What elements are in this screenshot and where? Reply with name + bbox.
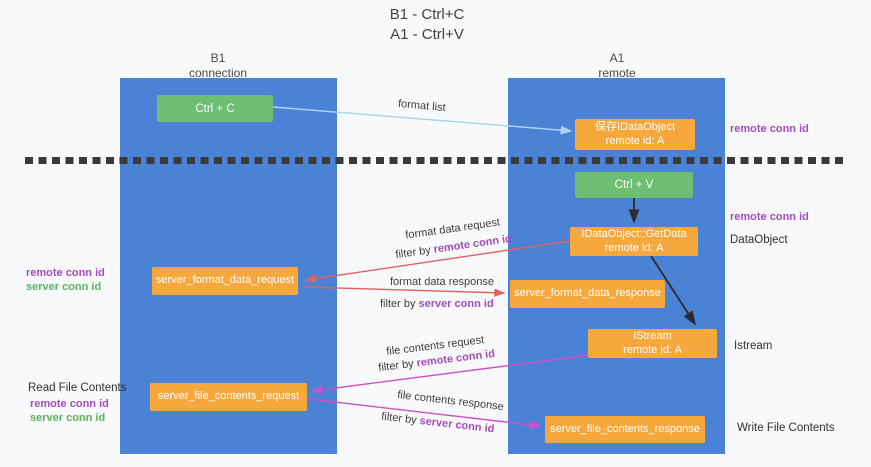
save-dataobject-line2: remote id: A <box>605 134 665 147</box>
lifeline-a1-name: A1 <box>609 51 625 65</box>
phase-separator-dashed-line <box>25 157 845 164</box>
save-dataobject-line1: 保存IDataObject <box>594 121 676 133</box>
server-format-data-response-node: server_format_data_response <box>510 280 665 308</box>
filter-by-text-1: filter by <box>394 244 432 262</box>
format-list-label: format list <box>397 97 447 115</box>
istream-node: IStream remote id: A <box>588 329 717 358</box>
lifeline-header-a1: A1 remote <box>598 51 635 81</box>
getdata-line2: remote id: A <box>604 241 664 254</box>
server-conn-id-label-left-top: server conn id <box>26 281 102 293</box>
format-data-response-label: format data response <box>390 276 494 288</box>
title-line-1: B1 - Ctrl+C <box>389 6 465 23</box>
istream-side-label: Istream <box>734 340 773 352</box>
server-file-contents-request-label: server_file_contents_request <box>157 390 300 403</box>
server-format-data-request-node: server_format_data_request <box>152 267 298 295</box>
istream-line1: IStream <box>633 330 672 342</box>
getdata-line1: IDataObject::GetData <box>581 228 687 240</box>
ctrl-c-node: Ctrl + C <box>157 95 273 122</box>
lifeline-header-b1: B1 connection <box>189 51 247 81</box>
read-file-contents-label: Read File Contents <box>28 382 127 394</box>
remote-conn-id-label-right-mid: remote conn id <box>730 211 809 223</box>
ctrl-v-label: Ctrl + V <box>614 179 654 191</box>
title-line-2: A1 - Ctrl+V <box>390 26 464 43</box>
server-format-data-response-label: server_format_data_response <box>514 287 661 300</box>
ctrl-c-label: Ctrl + C <box>195 102 235 115</box>
write-file-contents-label: Write File Contents <box>737 422 835 434</box>
lifeline-a1-subtitle: remote <box>598 66 636 80</box>
server-file-contents-response-node: server_file_contents_response <box>545 416 705 443</box>
filter-key-1: remote conn id <box>432 232 513 256</box>
filter-by-text-3: filter by <box>377 357 415 375</box>
istream-line2: remote id: A <box>623 343 682 356</box>
filter-key-4: server conn id <box>418 414 495 436</box>
server-format-data-request-label: server_format_data_request <box>155 274 295 287</box>
lifeline-b1-subtitle: connection <box>188 66 248 80</box>
dataobject-label: DataObject <box>730 234 788 246</box>
server-conn-id-label-left-bottom: server conn id <box>30 412 106 424</box>
server-file-contents-response-label: server_file_contents_response <box>550 422 700 435</box>
file-contents-response-label: file contents response <box>396 388 505 414</box>
getdata-node: IDataObject::GetData remote id: A <box>570 227 698 256</box>
server-file-contents-request-node: server_file_contents_request <box>150 383 307 411</box>
filter-by-text-4: filter by <box>380 410 418 427</box>
filter-key-2: server conn id <box>418 298 494 310</box>
remote-conn-id-label-right-top: remote conn id <box>730 123 809 135</box>
remote-conn-id-label-left-top: remote conn id <box>26 267 105 279</box>
save-dataobject-node: 保存IDataObject remote id: A <box>575 119 695 150</box>
remote-conn-id-label-left-bottom: remote conn id <box>30 398 109 410</box>
ctrl-v-node: Ctrl + V <box>575 172 693 198</box>
filter-by-text-2: filter by <box>380 298 416 310</box>
lifeline-b1-name: B1 <box>210 51 226 65</box>
diagram-title: B1 - Ctrl+C A1 - Ctrl+V <box>390 5 465 45</box>
